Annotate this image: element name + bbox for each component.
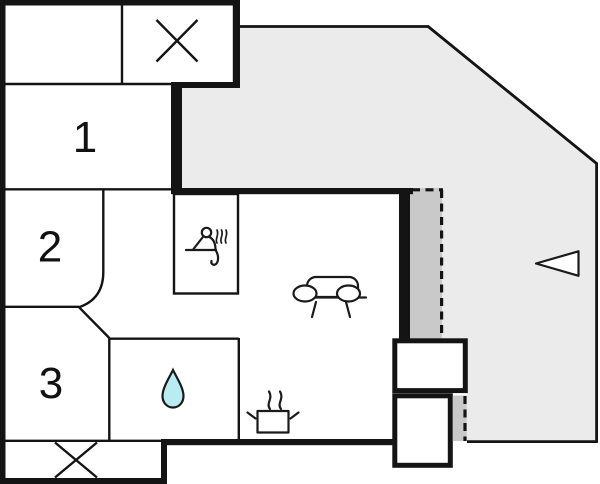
outer-wall-top xyxy=(0,0,240,6)
closet-room-right-wall xyxy=(232,0,240,88)
living-room-top-wall xyxy=(171,188,413,195)
closet-cross-bottom-icon xyxy=(54,441,98,479)
closet-room-bottom-wall xyxy=(171,82,240,88)
entrance-arrow-icon xyxy=(534,250,580,277)
room-3-label: 3 xyxy=(39,359,63,408)
closet-cross-top-icon xyxy=(155,19,199,63)
patio-door-opening xyxy=(410,188,442,339)
entrance-step-lower xyxy=(392,393,453,468)
sauna-room xyxy=(172,192,240,295)
interior-wall-vertical-left xyxy=(171,82,182,194)
living-room-right-wall xyxy=(399,188,410,339)
entry-strip-right-wall xyxy=(161,440,167,484)
kitchen-bottom-wall xyxy=(161,439,393,446)
outer-wall-bottom xyxy=(0,478,167,484)
cooking-pot-icon xyxy=(246,390,300,434)
entrance-step-upper xyxy=(392,338,468,394)
room2-right-wall xyxy=(78,190,105,309)
outer-wall-left xyxy=(0,0,6,484)
room-1-label: 1 xyxy=(73,113,97,162)
entrance-door-opening xyxy=(452,395,467,441)
hall-chamfer-line xyxy=(78,306,111,339)
terrace-outline-diagonal xyxy=(426,24,599,166)
water-drop-icon xyxy=(161,367,185,409)
terrace-area xyxy=(182,25,598,443)
sofa-icon xyxy=(292,275,368,319)
sauna-icon xyxy=(184,226,228,266)
room-2-label: 2 xyxy=(38,223,62,272)
